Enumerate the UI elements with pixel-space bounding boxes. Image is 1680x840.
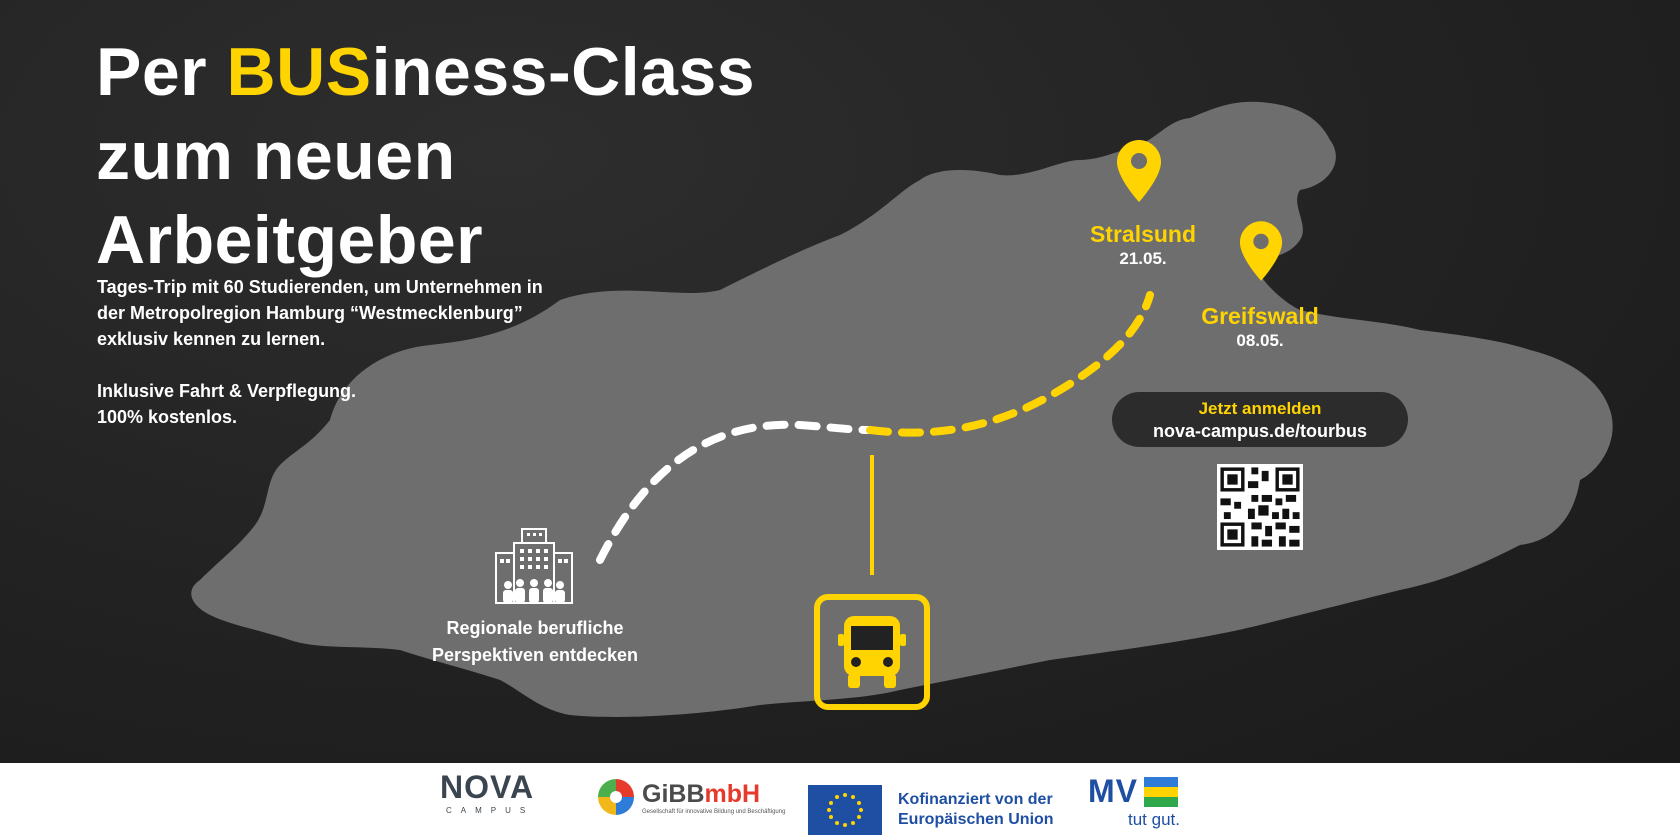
intro-line: exklusiv kennen zu lernen. xyxy=(97,329,326,349)
location-pin-icon xyxy=(1117,140,1161,202)
eu-logo: Kofinanziert von der Europäischen Union xyxy=(808,785,1054,835)
qr-code-icon[interactable] xyxy=(1217,464,1303,550)
nova-logo-text: NOVA xyxy=(440,769,535,805)
eu-caption-line: Europäischen Union xyxy=(898,811,1054,828)
gibb-text-a: GiBB xyxy=(642,779,705,808)
stop-name: Greifswald xyxy=(1201,303,1319,329)
headline-highlight: BUS xyxy=(226,34,372,110)
footer-logos: NOVA CAMPUS GiBBmbH Gesellschaft für inn… xyxy=(0,763,1680,840)
perspective-caption: Regionale berufliche Perspektiven entdec… xyxy=(405,615,665,669)
route-yellow xyxy=(866,291,1154,437)
stop-date: 08.05. xyxy=(1236,331,1284,350)
headline-line1: Per BUSiness-Class xyxy=(96,30,755,114)
perspective-line: Regionale berufliche xyxy=(446,618,624,638)
perspective-line: Perspektiven entdecken xyxy=(431,645,639,665)
bus-badge xyxy=(814,594,930,710)
qr-code-graphic xyxy=(1217,464,1303,550)
nova-campus-logo: NOVA CAMPUS xyxy=(440,769,534,815)
gibb-logo: GiBBmbH Gesellschaft für innovative Bild… xyxy=(596,777,785,817)
bus-icon xyxy=(838,616,906,688)
gibb-logo-subtitle: Gesellschaft für innovative Bildung und … xyxy=(642,808,786,815)
eu-caption-line: Kofinanziert von der xyxy=(898,791,1053,808)
intro-line: 100% kostenlos. xyxy=(97,407,238,427)
signup-label: Jetzt anmelden xyxy=(1198,399,1322,418)
mv-logo-subtitle: tut gut. xyxy=(1128,810,1180,829)
mv-logo-text: MV xyxy=(1088,773,1138,809)
location-pin-icon xyxy=(1239,221,1283,281)
eu-caption: Kofinanziert von der Europäischen Union xyxy=(898,790,1054,830)
mv-flag-icon xyxy=(1144,776,1178,807)
stop-date: 21.05. xyxy=(1119,249,1167,268)
intro-line: der Metropolregion Hamburg “Westmecklenb… xyxy=(97,303,523,323)
eu-flag-icon xyxy=(808,785,882,835)
route-white xyxy=(596,420,874,564)
stop-greifswald: Greifswald 08.05. xyxy=(1180,302,1340,352)
headline: Per BUSiness-Class zum neuen Arbeitgeber xyxy=(96,30,755,282)
headline-prefix: Per xyxy=(96,34,227,110)
gibb-text-b: mbH xyxy=(704,779,761,808)
gibb-logo-mark-icon xyxy=(598,779,634,815)
mv-tut-gut-logo: MV tut gut. xyxy=(1088,773,1180,830)
intro-line: Tages-Trip mit 60 Studierenden, um Unter… xyxy=(97,277,543,297)
headline-line3: Arbeitgeber xyxy=(96,202,484,278)
intro-line: Inklusive Fahrt & Verpflegung. xyxy=(97,381,357,401)
intro-text: Tages-Trip mit 60 Studierenden, um Unter… xyxy=(97,274,657,430)
headline-suffix: iness-Class xyxy=(371,34,756,110)
office-building-icon xyxy=(495,528,573,604)
gibb-logo-text: GiBBmbH xyxy=(642,780,785,809)
headline-line2: zum neuen xyxy=(96,118,456,194)
island-shape xyxy=(1190,107,1321,179)
signup-badge[interactable]: Jetzt anmelden nova-campus.de/tourbus xyxy=(1112,392,1408,447)
stop-name: Stralsund xyxy=(1089,221,1197,247)
stop-stralsund: Stralsund 21.05. xyxy=(1070,220,1216,270)
signup-url[interactable]: nova-campus.de/tourbus xyxy=(1152,421,1368,441)
nova-logo-subtitle: CAMPUS xyxy=(446,806,535,815)
